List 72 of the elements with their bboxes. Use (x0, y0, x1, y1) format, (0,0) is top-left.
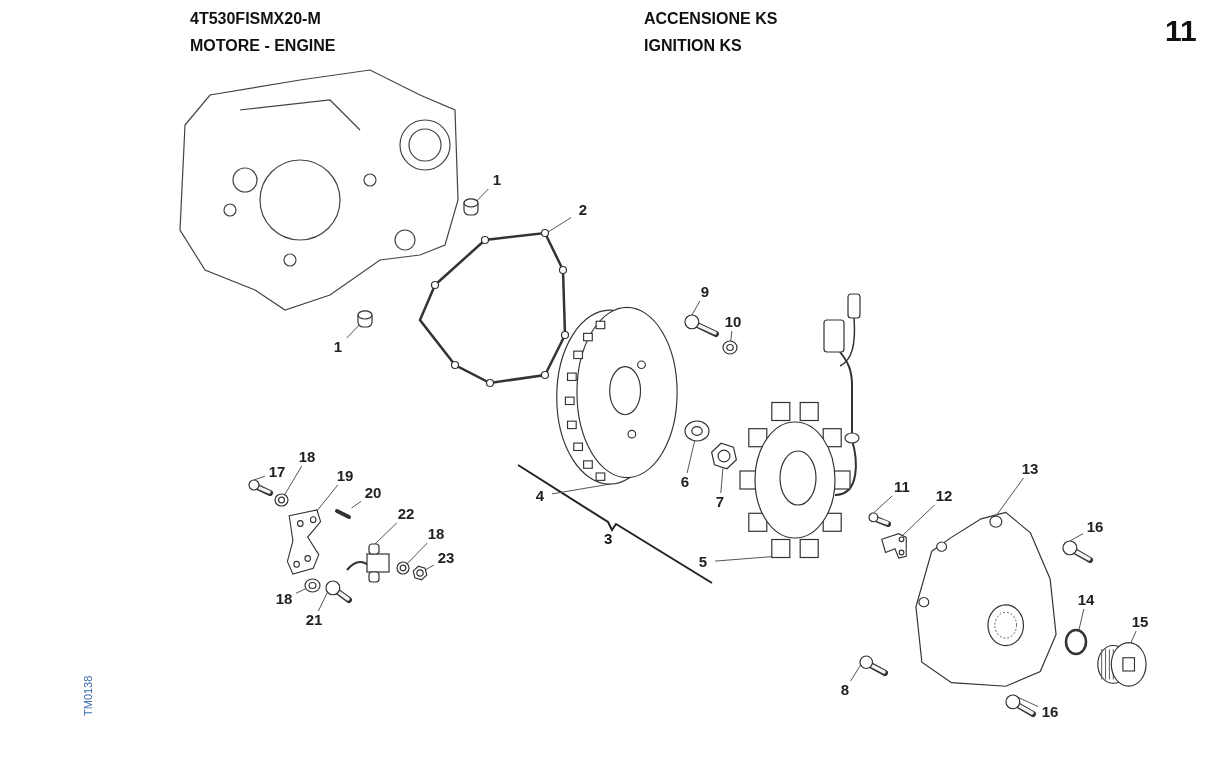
leader-line (425, 564, 435, 571)
leader-line (346, 324, 360, 339)
dowel-pin-drawing (462, 197, 480, 217)
leader-line (476, 188, 489, 202)
callout-number: 3 (604, 530, 613, 547)
bolt-drawing (868, 512, 890, 526)
leader-line (283, 465, 303, 496)
pickup-coil-drawing (345, 540, 393, 584)
nut-drawing (412, 565, 428, 581)
leader-line (351, 500, 362, 509)
leader-line (253, 475, 266, 481)
leader-line (730, 330, 733, 342)
page-number: 11 (1165, 14, 1197, 48)
callout-number: 16 (1083, 518, 1107, 536)
leader-line (406, 542, 428, 565)
leader-line (995, 477, 1024, 517)
callout-number: 17 (265, 463, 289, 481)
leader-line (1078, 608, 1085, 631)
header-text: ACCENSIONE KS (644, 10, 778, 28)
callout-number: 1 (326, 338, 350, 356)
bolt-drawing (859, 655, 887, 675)
washer-drawing (684, 420, 710, 442)
o-ring-drawing (1064, 628, 1088, 656)
washer-drawing (722, 340, 738, 355)
washer-drawing (304, 578, 321, 593)
washer-drawing (396, 561, 410, 575)
leader-line (1069, 533, 1084, 542)
leader-line (1130, 630, 1137, 645)
callout-number: 19 (333, 467, 357, 485)
callout-number: 9 (693, 283, 717, 301)
dowel-pin-drawing (356, 309, 374, 329)
callout-number: 1 (485, 171, 509, 189)
callout-number: 23 (434, 549, 458, 567)
pin-drawing (334, 508, 352, 520)
callout-number: 18 (295, 448, 319, 466)
leader-line (316, 484, 339, 512)
callout-number: 5 (691, 553, 715, 571)
bolt-drawing (684, 314, 718, 336)
leader-line (373, 522, 398, 546)
callout-number: 11 (890, 478, 914, 496)
callout-number: 21 (302, 611, 326, 629)
leader-line (902, 504, 935, 536)
washer-drawing (274, 493, 289, 507)
callout-number: 7 (708, 493, 732, 511)
callout-number: 22 (394, 505, 418, 523)
callout-number: 14 (1074, 591, 1098, 609)
callout-number: 18 (272, 590, 296, 608)
bolt-drawing (248, 479, 272, 495)
callout-number: 12 (932, 487, 956, 505)
header-text: MOTORE - ENGINE (190, 37, 336, 55)
header-text: 4T530FISMX20-M (190, 10, 321, 28)
callout-number: 2 (571, 201, 595, 219)
callout-number: 20 (361, 484, 385, 502)
callout-number: 8 (833, 681, 857, 699)
leader-line (872, 495, 893, 514)
nut-drawing (710, 442, 738, 470)
callout-number: 16 (1038, 703, 1062, 721)
callout-number: 6 (673, 473, 697, 491)
callout-number: 15 (1128, 613, 1152, 631)
leader-line (720, 468, 724, 494)
leader-line (686, 439, 696, 474)
bolt-drawing (325, 580, 351, 602)
header-text: IGNITION KS (644, 37, 742, 55)
bolt-drawing (1062, 540, 1092, 562)
callout-number: 4 (528, 487, 552, 505)
callout-number: 13 (1018, 460, 1042, 478)
bolt-drawing (1005, 694, 1035, 716)
callout-number: 10 (721, 313, 745, 331)
leader-line (691, 300, 701, 316)
drawing-code: TM0138 (82, 675, 94, 716)
leader-line (295, 587, 307, 594)
callout-number: 18 (424, 525, 448, 543)
